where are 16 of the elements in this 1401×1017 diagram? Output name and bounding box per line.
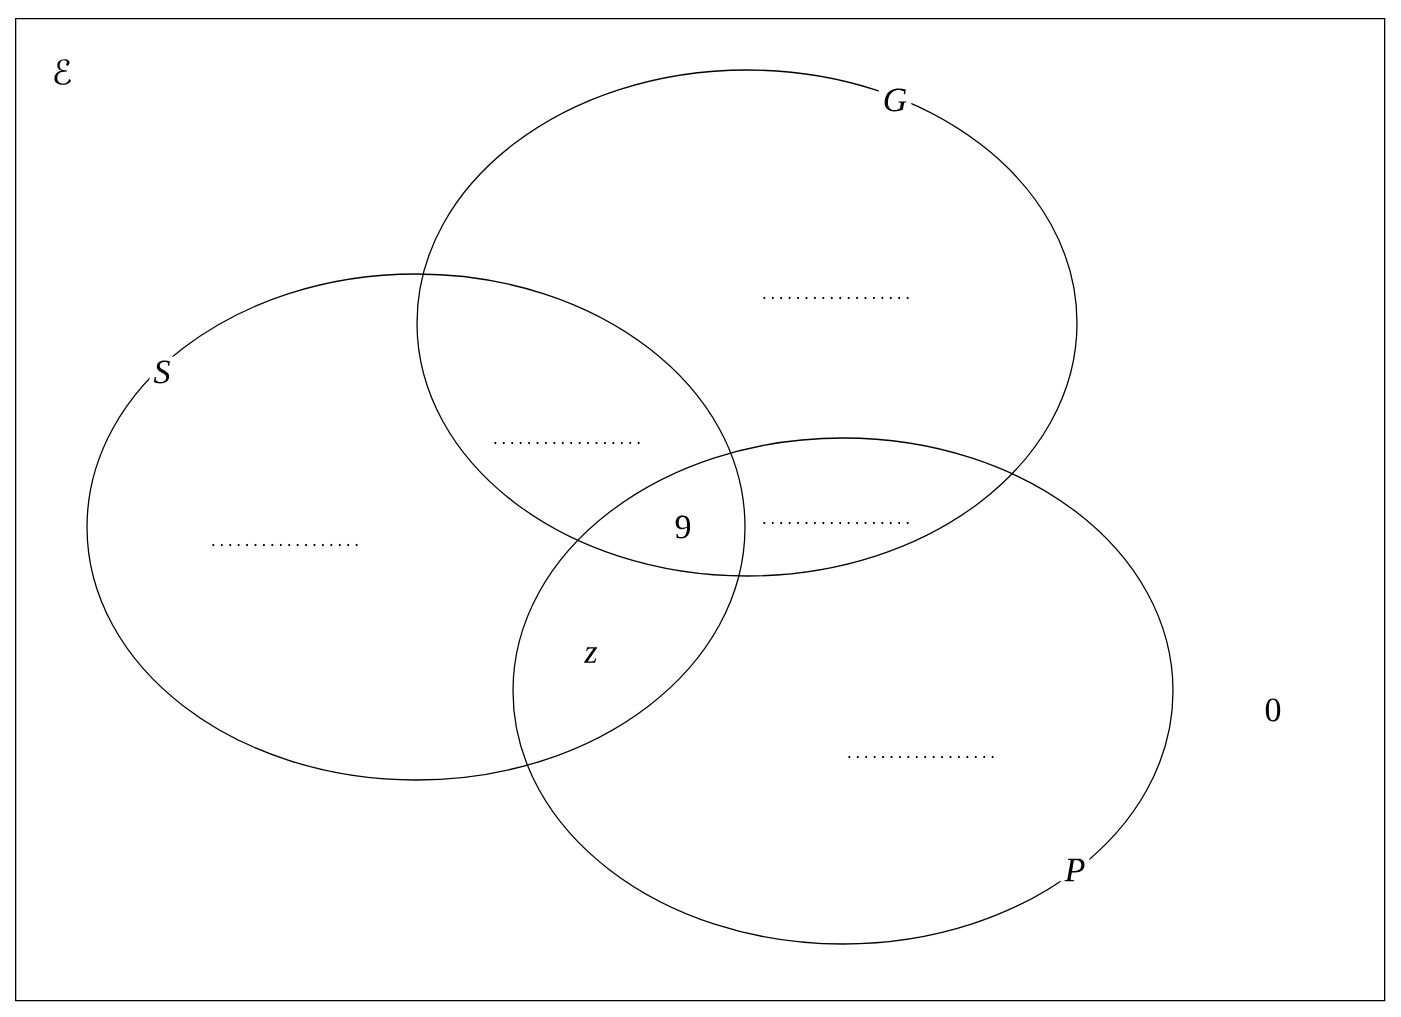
set-label: S <box>149 356 175 388</box>
fill-in-line: .................. <box>763 296 909 300</box>
set-label: G <box>878 84 912 116</box>
set-ellipse <box>416 69 1078 577</box>
fill-in-line: .................. <box>763 521 909 525</box>
universal-set-box <box>15 18 1386 1002</box>
region-value: 0 <box>1265 698 1281 722</box>
set-label: P <box>1060 854 1090 886</box>
region-value: 9 <box>675 515 691 539</box>
fill-in-line: .................. <box>848 755 994 759</box>
set-ellipse <box>86 273 746 781</box>
region-value: z <box>584 647 598 663</box>
set-ellipse <box>512 437 1174 945</box>
universal-set-symbol: ℰ <box>54 59 71 85</box>
fill-in-line: .................. <box>212 543 358 547</box>
fill-in-line: .................. <box>494 441 640 445</box>
